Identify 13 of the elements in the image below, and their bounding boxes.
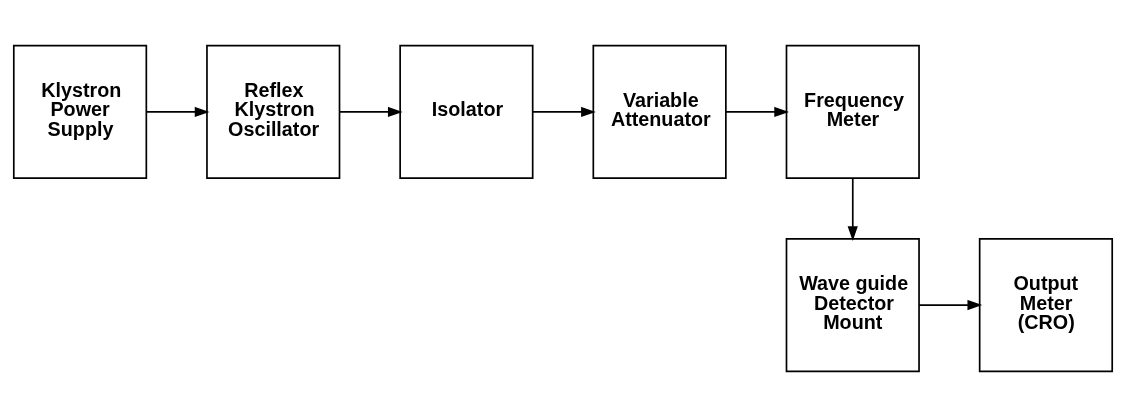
node-box: Isolator — [399, 44, 534, 179]
arrow — [145, 106, 210, 117]
node-box: Reflex Klystron Oscillator — [206, 44, 341, 179]
node-box: Output Meter (CRO) — [978, 237, 1114, 372]
arrow — [531, 106, 596, 117]
node-box: Klystron Power Supply — [12, 44, 148, 179]
arrow — [338, 106, 403, 117]
arrow — [918, 299, 983, 310]
node-box: Variable Attenuator — [592, 44, 727, 179]
node-box: Wave guide Detector Mount — [785, 237, 920, 372]
arrow — [847, 176, 858, 241]
node-box: Frequency Meter — [785, 44, 920, 179]
arrow — [725, 106, 789, 117]
